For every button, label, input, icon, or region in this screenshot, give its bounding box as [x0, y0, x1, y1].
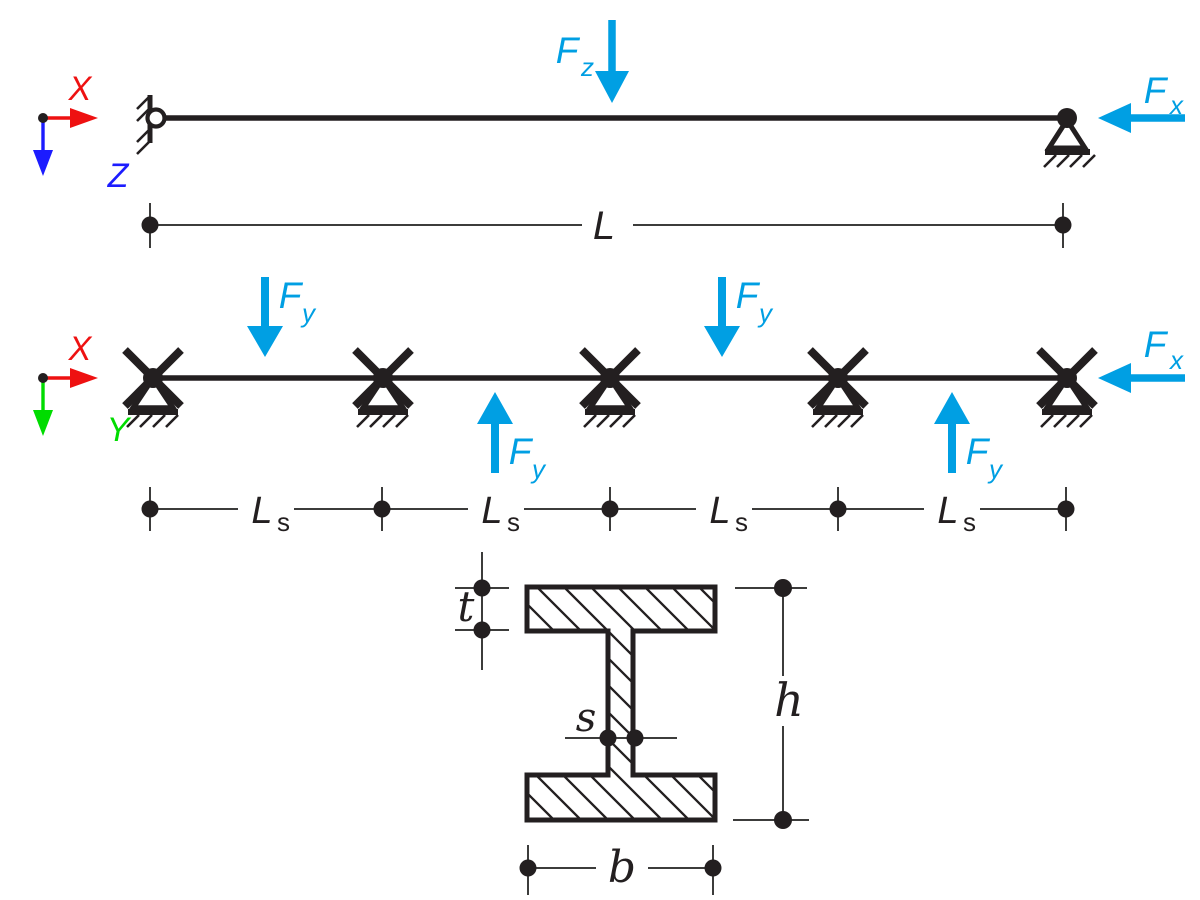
- i-section: t h s b: [455, 552, 809, 895]
- svg-text:L: L: [709, 490, 730, 532]
- force-fy-up-2: F y: [934, 392, 1004, 484]
- fork-support-4: [810, 350, 866, 427]
- dimension-h-label: h: [774, 673, 804, 727]
- hinge-circle: [145, 107, 167, 129]
- fork-support-2: [355, 350, 411, 427]
- dimension-Ls-label-4: L s: [937, 490, 976, 537]
- force-fy-down-subscript: y: [757, 298, 774, 328]
- force-fx-top: F x: [1098, 70, 1185, 133]
- beam-plan-view: X Y F y F y F y: [33, 275, 1185, 537]
- force-fy-up-arrowhead-icon: [934, 392, 970, 424]
- force-fy-down-2: F y: [704, 275, 774, 357]
- force-fy-down-subscript: y: [300, 298, 317, 328]
- coordinate-system-xz: X Z: [33, 70, 130, 195]
- axis-z-label: Z: [107, 157, 130, 195]
- force-fy-up-1: F y: [477, 392, 547, 484]
- svg-text:L: L: [937, 490, 958, 532]
- dimension-Ls-label-1: L s: [251, 490, 290, 537]
- axis-y-label: Y: [107, 411, 132, 449]
- force-fx-plan-label: F: [1144, 324, 1169, 365]
- axis-z-arrowhead-icon: [33, 150, 53, 176]
- dimension-b: b: [519, 842, 722, 895]
- axis-x-label: X: [68, 330, 93, 368]
- force-fx-plan-arrowhead-icon: [1098, 363, 1131, 393]
- force-fy-up-subscript: y: [530, 454, 547, 484]
- i-section-hatching: [527, 587, 715, 820]
- force-fy-up-label: F: [966, 431, 991, 472]
- force-fx-top-subscript: x: [1168, 90, 1184, 120]
- svg-text:s: s: [735, 507, 748, 537]
- origin-dot: [38, 113, 48, 123]
- axis-x-arrowhead-icon: [70, 108, 98, 128]
- force-fy-down-label: F: [279, 275, 304, 316]
- i-section-outline: [524, 584, 718, 823]
- force-fx-top-label: F: [1144, 70, 1169, 111]
- dimension-Ls-label-3: L s: [709, 490, 748, 537]
- dimension-t-label: t: [458, 582, 475, 631]
- svg-text:s: s: [963, 507, 976, 537]
- dimension-L: L: [141, 203, 1072, 248]
- axis-y-arrowhead-icon: [33, 410, 53, 436]
- force-fx-plan-subscript: x: [1168, 345, 1184, 375]
- beam-elevation-view: X Z F z F x: [33, 20, 1185, 248]
- fork-support-5: [1039, 350, 1095, 427]
- axis-x-label: X: [68, 70, 93, 108]
- force-fz: F z: [556, 20, 629, 103]
- force-fx-plan: F x: [1098, 324, 1185, 393]
- svg-text:s: s: [507, 507, 520, 537]
- force-fy-up-label: F: [509, 431, 534, 472]
- force-fy-down-label: F: [736, 275, 761, 316]
- dimension-Ls-label-2: L s: [481, 490, 520, 537]
- fork-support-3: [582, 350, 638, 427]
- force-fz-arrowhead-icon: [595, 71, 629, 103]
- force-fz-subscript: z: [580, 52, 594, 82]
- dimension-s-label: s: [576, 695, 597, 741]
- force-fy-down-1: F y: [247, 275, 317, 357]
- coordinate-system-xy: X Y: [33, 330, 132, 449]
- dimension-t: t: [455, 552, 509, 670]
- svg-text:s: s: [277, 507, 290, 537]
- force-fy-down-arrowhead-icon: [704, 326, 740, 357]
- dimension-L-label: L: [593, 204, 615, 248]
- origin-dot: [38, 373, 48, 383]
- dimension-s: s: [565, 695, 677, 747]
- force-fx-top-arrowhead-icon: [1098, 103, 1131, 133]
- force-fz-label: F: [556, 30, 581, 71]
- fork-support-1: [125, 350, 181, 427]
- dimension-h: h: [733, 579, 809, 829]
- svg-text:L: L: [251, 490, 272, 532]
- wall-hinge-support: [136, 95, 167, 155]
- dimension-Ls: L s L s L s L s: [141, 487, 1075, 537]
- dimension-b-label: b: [608, 842, 636, 893]
- force-fy-up-subscript: y: [987, 454, 1004, 484]
- axis-x-arrowhead-icon: [70, 368, 98, 388]
- force-fy-down-arrowhead-icon: [247, 326, 283, 357]
- force-fy-up-arrowhead-icon: [477, 392, 513, 424]
- svg-text:L: L: [481, 490, 502, 532]
- roller-support: [1043, 108, 1096, 168]
